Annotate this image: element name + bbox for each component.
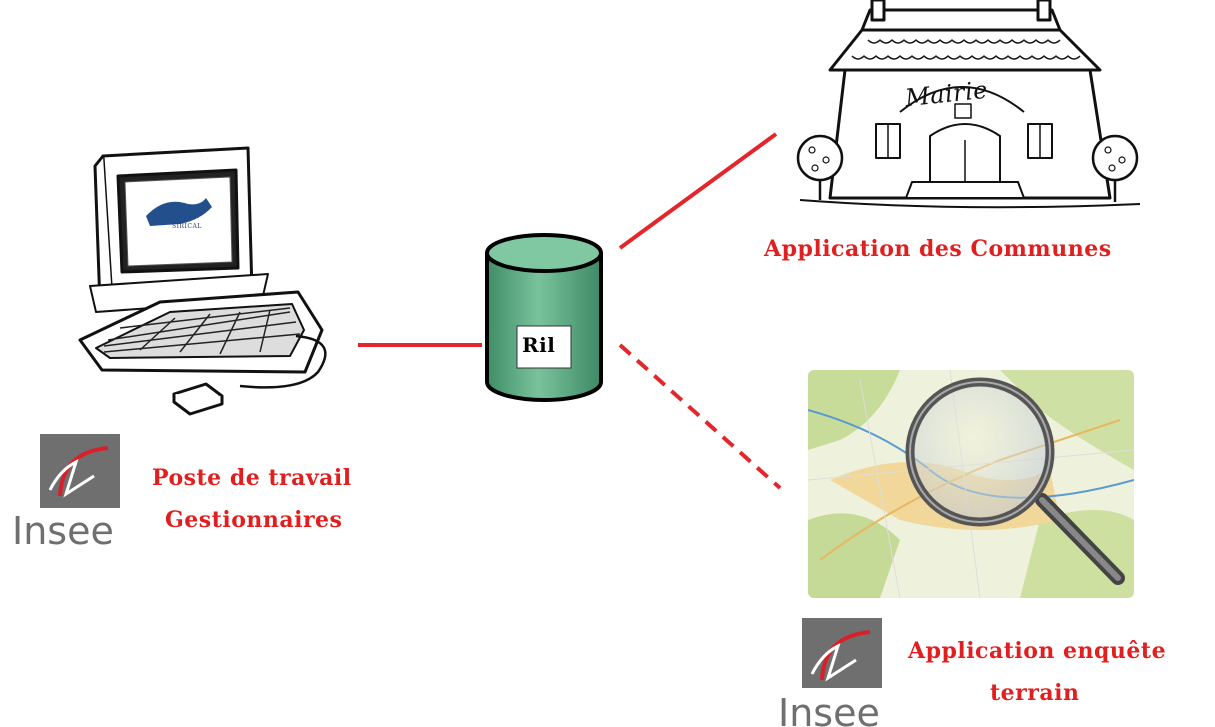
survey-label-line1: Application enquête xyxy=(908,638,1167,664)
town-hall-building-icon xyxy=(796,0,1141,209)
database-label: Ril xyxy=(522,333,556,357)
connector-ril-communes xyxy=(618,132,778,250)
screen-caption: SIRICAL xyxy=(172,223,202,230)
workstation-computer-icon xyxy=(78,146,327,416)
insee-logo-icon-bottom: Insee xyxy=(778,618,882,727)
survey-label-line2: terrain xyxy=(990,680,1080,706)
communes-label: Application des Communes xyxy=(764,236,1112,262)
workstation-label-line1: Poste de travail xyxy=(152,465,352,491)
insee-logo-icon: Insee xyxy=(12,434,120,553)
survey-map-magnifier-icon xyxy=(808,370,1134,598)
insee-logo-text-bottom: Insee xyxy=(778,691,880,727)
workstation-label-line2: Gestionnaires xyxy=(165,507,343,533)
connector-ril-survey-dashed xyxy=(618,343,782,490)
database-cylinder-icon xyxy=(485,233,603,402)
insee-logo-text: Insee xyxy=(12,509,114,553)
